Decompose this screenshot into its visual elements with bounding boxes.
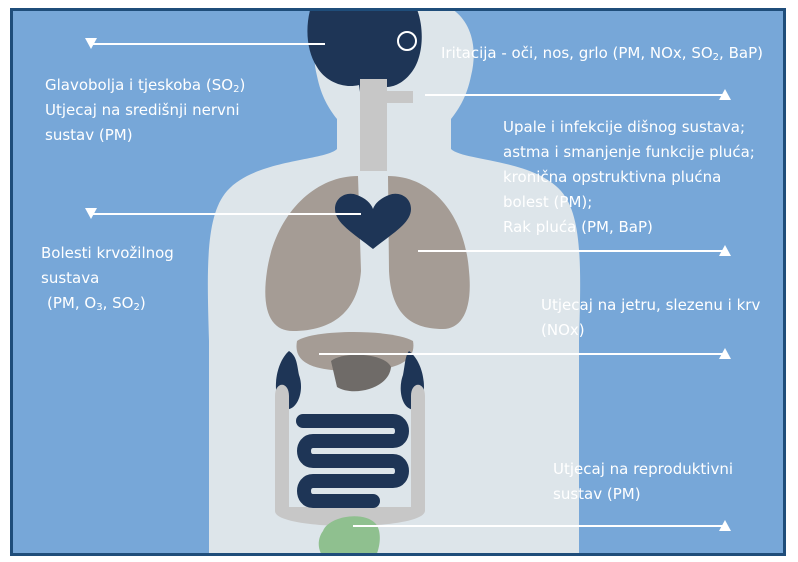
head-line-2: Utjecaj na središnji nervni	[45, 98, 245, 123]
irritation-label: Iritacija - oči, nos, grlo (PM, NOx, SO2…	[441, 41, 763, 66]
respiratory-line-4: bolest (PM);	[503, 190, 755, 215]
reproductive-line-1: Utjecaj na reproduktivni	[553, 457, 733, 482]
head-effects-label: Glavobolja i tjeskoba (SO2) Utjecaj na s…	[45, 73, 245, 148]
pointer-irritation	[425, 89, 731, 100]
cardio-line-3: (PM, O3, SO2)	[41, 291, 174, 316]
respiratory-effects-label: Upale i infekcije dišnog sustava; astma …	[503, 115, 755, 240]
esophagus	[375, 91, 413, 103]
pointer-head	[85, 38, 325, 49]
figure-frame: Glavobolja i tjeskoba (SO2) Utjecaj na s…	[10, 8, 786, 556]
cardio-line-1: Bolesti krvožilnog	[41, 241, 174, 266]
liver-effects-label: Utjecaj na jetru, slezenu i krv (NOx)	[541, 293, 760, 343]
cardio-line-2: sustava	[41, 266, 174, 291]
respiratory-line-2: astma i smanjenje funkcije pluća;	[503, 140, 755, 165]
respiratory-line-3: kronična opstruktivna plućna	[503, 165, 755, 190]
liver-line-1: Utjecaj na jetru, slezenu i krv	[541, 293, 760, 318]
head-line-3: sustav (PM)	[45, 123, 245, 148]
respiratory-line-5: Rak pluća (PM, BaP)	[503, 215, 755, 240]
respiratory-line-1: Upale i infekcije dišnog sustava;	[503, 115, 755, 140]
liver-line-2: (NOx)	[541, 318, 760, 343]
reproductive-effects-label: Utjecaj na reproduktivni sustav (PM)	[553, 457, 733, 507]
reproductive-line-2: sustav (PM)	[553, 482, 733, 507]
head-line-1: Glavobolja i tjeskoba (SO2)	[45, 73, 245, 98]
cardiovascular-effects-label: Bolesti krvožilnog sustava (PM, O3, SO2)	[41, 241, 174, 316]
